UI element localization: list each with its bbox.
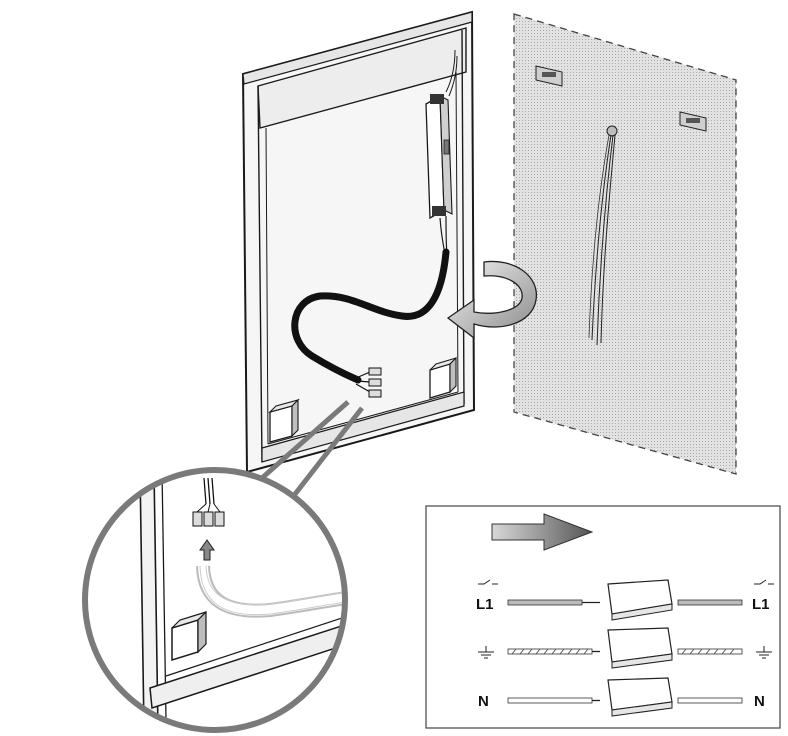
detail-magnifier: [82, 400, 364, 733]
wiring-row-l1: L1 L1: [476, 579, 774, 621]
ground-symbol-icon: [478, 646, 494, 659]
power-cable: [291, 248, 450, 384]
wall-cable: [588, 125, 618, 346]
connector-l1: [607, 579, 673, 621]
wiring-row-ground: [478, 627, 772, 669]
wall-panel: [513, 13, 737, 475]
corner-block-right: [429, 356, 457, 399]
corner-block-left: [268, 398, 300, 443]
terminal-block: [355, 367, 382, 398]
wiring-label-n-right: N: [754, 693, 765, 710]
wall-bracket-left: [535, 65, 563, 87]
mirror-back: [241, 10, 476, 474]
wiring-label-l1-left: L1: [476, 596, 494, 613]
switch-symbol-icon: [478, 579, 498, 585]
up-arrow-icon: [199, 539, 215, 561]
rotate-arrow-icon: [446, 260, 537, 340]
wiring-legend: L1 L1: [425, 505, 781, 729]
wall-bracket-right: [679, 111, 707, 132]
connector-ground: [607, 627, 673, 669]
connector-n: [607, 677, 673, 717]
wiring-row-n: N N: [478, 677, 765, 717]
led-driver: [425, 49, 458, 255]
wiring-label-n-left: N: [478, 693, 489, 710]
wiring-label-l1-right: L1: [752, 596, 770, 613]
right-arrow-icon: [491, 513, 594, 551]
ground-symbol-icon-right: [756, 646, 772, 659]
switch-symbol-icon-right: [754, 579, 774, 585]
